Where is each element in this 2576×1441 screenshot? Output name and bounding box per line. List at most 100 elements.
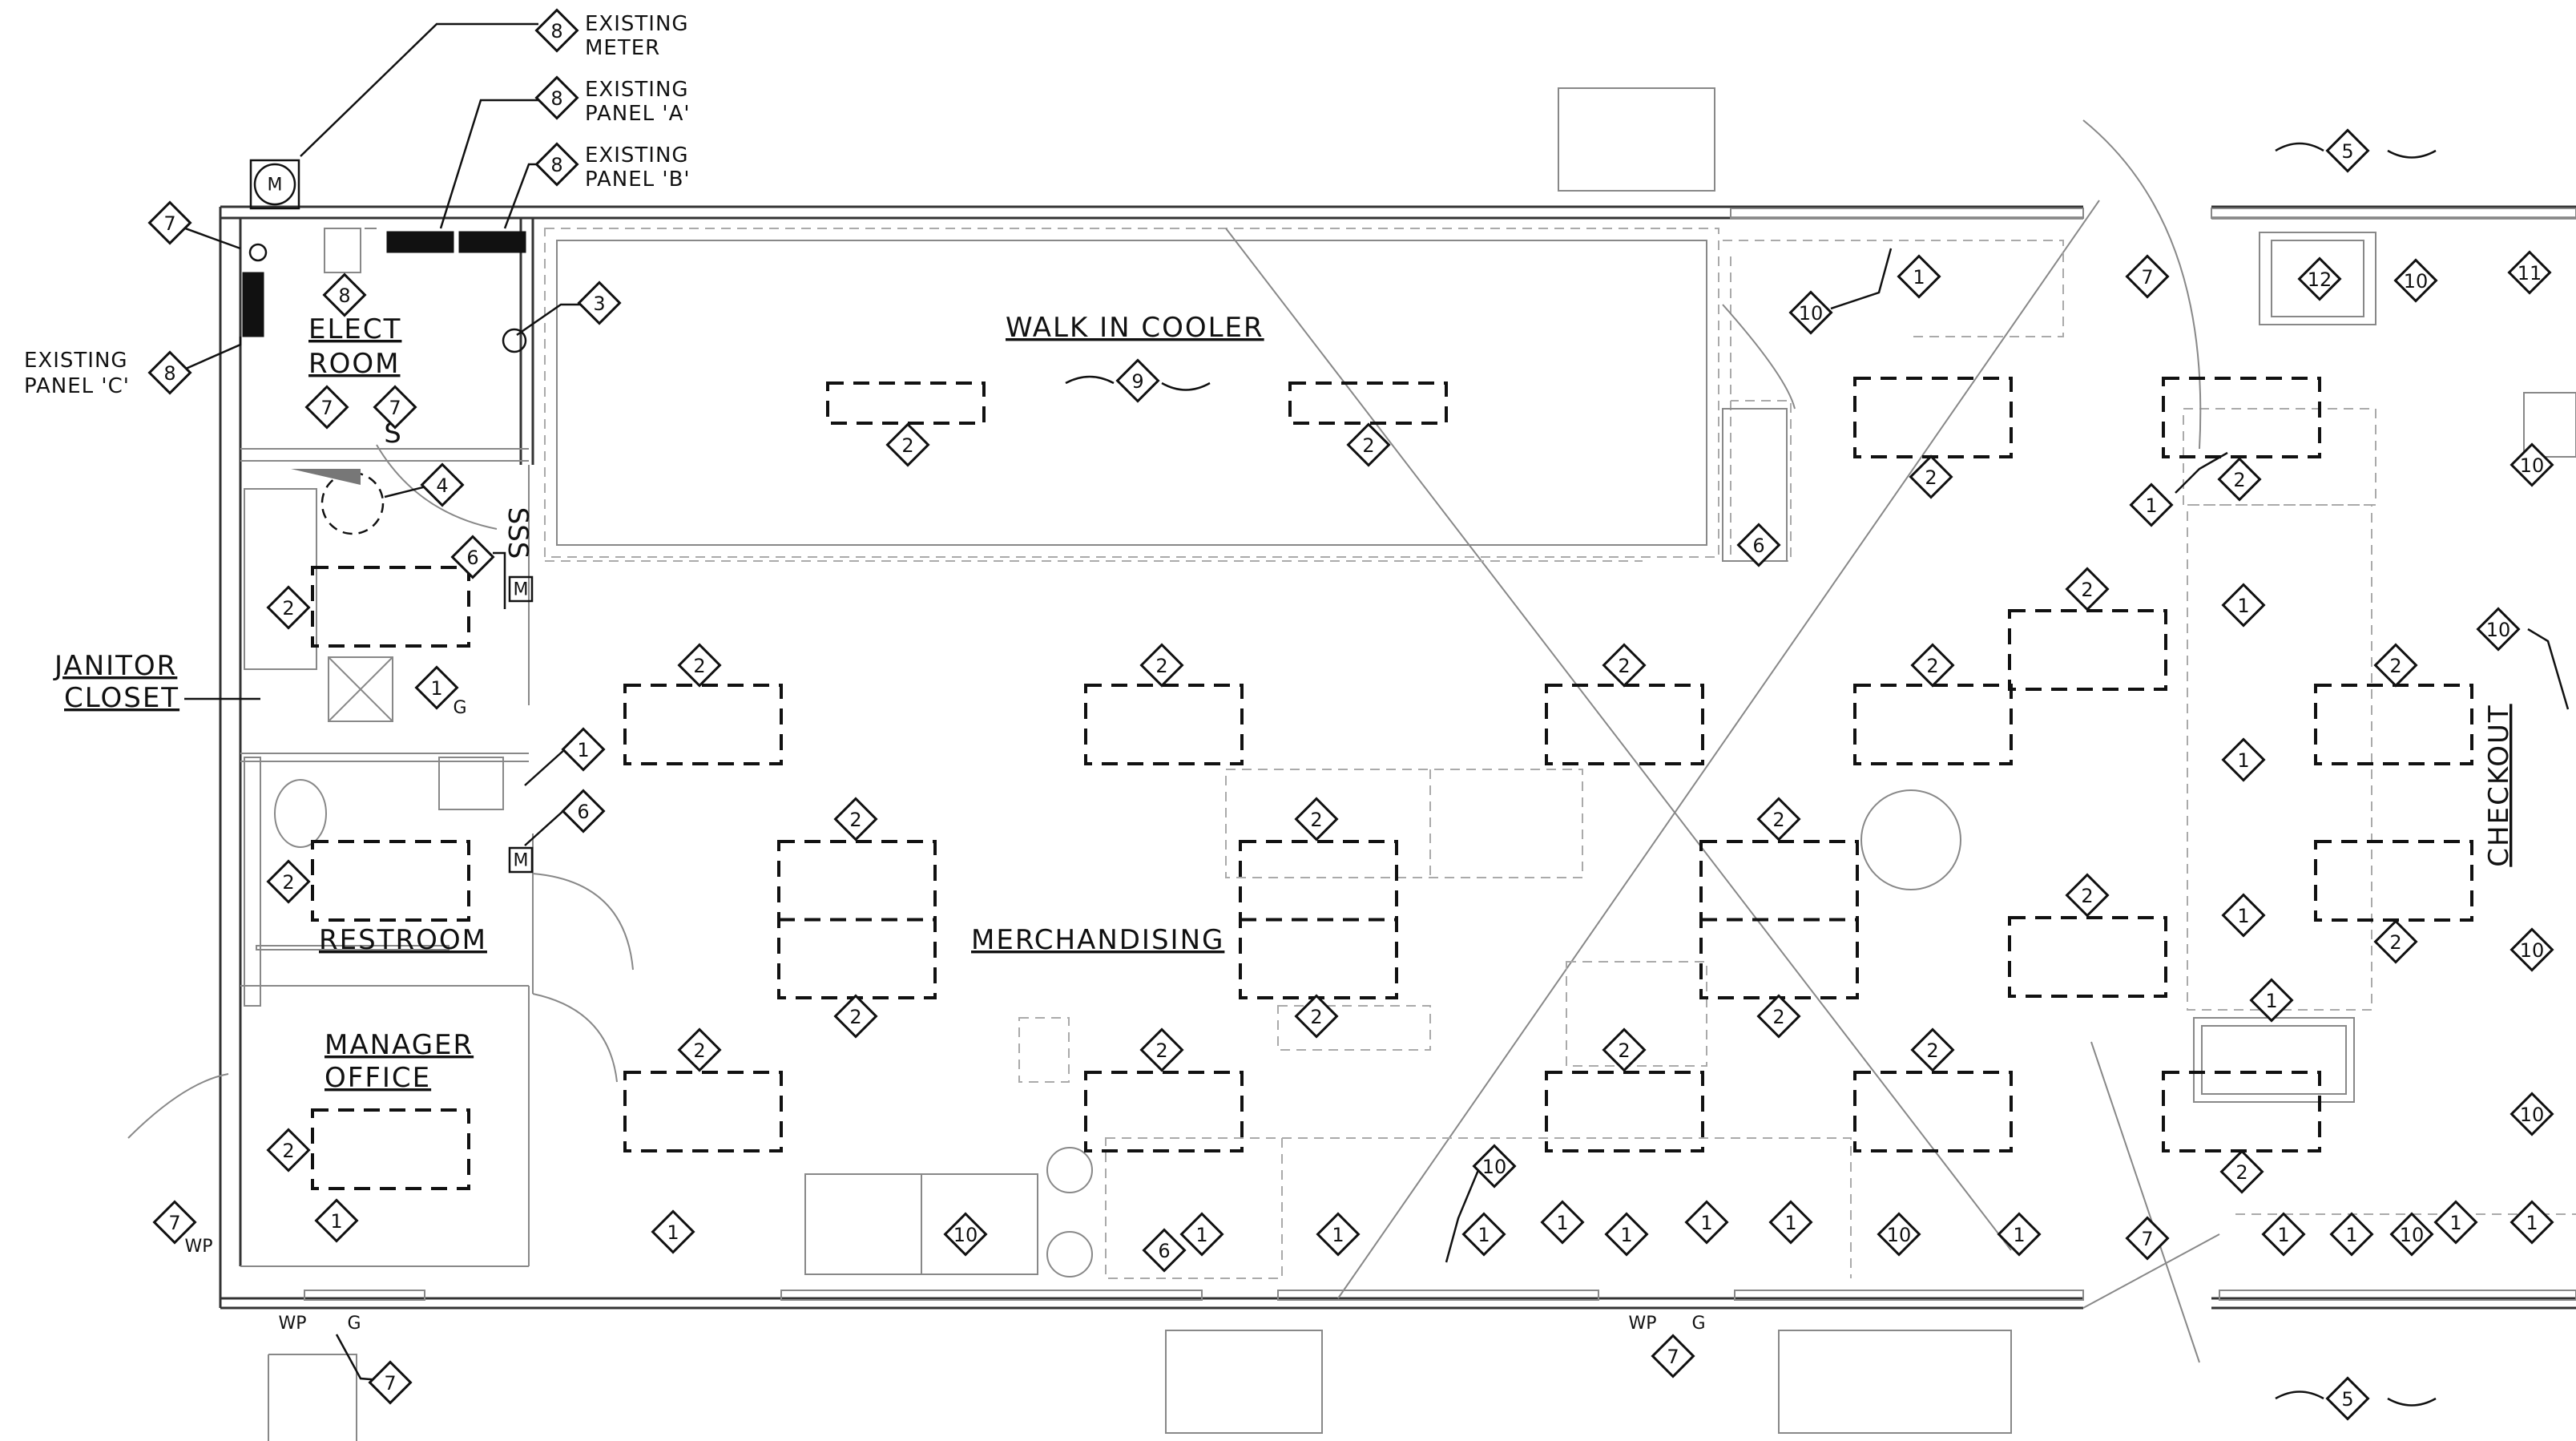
keynote-diamond (266, 585, 311, 630)
note-existing-meter-2: METER (585, 36, 660, 60)
keynote-diamond (1684, 1200, 1729, 1245)
keynote-number: 7 (384, 1372, 396, 1395)
keynote-tag: 10 (1877, 1212, 1921, 1257)
keynote-tag: 7 (147, 200, 192, 245)
keynote-diamond (414, 665, 459, 710)
keynote-tag: 8 (534, 75, 579, 120)
keynote-number: 2 (2233, 469, 2245, 491)
light-fixture (1545, 684, 1704, 765)
motor-symbol-2: M (514, 851, 529, 871)
keynote-tag: 1 (1316, 1212, 1361, 1257)
keynote-number: 12 (2308, 268, 2332, 291)
keynote-tag: 2 (885, 422, 930, 467)
keynote-tag: 2 (1139, 1027, 1184, 1072)
light-fixture (2314, 684, 2473, 765)
keynote-number: 2 (901, 434, 913, 457)
light-fixture (2162, 377, 2321, 458)
keynote-number: 2 (2389, 931, 2401, 954)
keynote-number: 1 (577, 739, 589, 761)
room-elect-1: ELECT (308, 313, 401, 345)
keynote-diamond (2509, 1092, 2554, 1136)
keynote-diamond (2509, 442, 2554, 487)
keynote-tag: 8 (322, 272, 367, 317)
room-manager-2: OFFICE (325, 1062, 431, 1094)
keynote-number: 7 (1667, 1346, 1679, 1368)
keynote-tag: 2 (266, 1128, 311, 1173)
motor-symbol-1: M (514, 580, 529, 600)
keynote-diamond (2507, 250, 2552, 295)
keynote-tag: 6 (1736, 523, 1781, 567)
meter-symbol-label: M (268, 176, 283, 196)
leader-lines (169, 22, 2570, 1382)
keynote-diamond (534, 142, 579, 187)
keynote-tag: 1 (1540, 1200, 1585, 1245)
keynote-diamond (561, 727, 606, 772)
keynote-tag: 2 (677, 1027, 722, 1072)
keynote-diamond (577, 281, 622, 325)
keynote-diamond (1877, 1212, 1921, 1257)
keynote-tag: 2 (2065, 567, 2110, 612)
keynote-tag: 6 (1142, 1228, 1187, 1273)
keynote-number: 2 (1926, 655, 1938, 677)
keynote-number: 2 (1772, 809, 1784, 831)
keynote-number: 1 (1477, 1224, 1490, 1246)
keynote-diamond (314, 1198, 359, 1243)
keynote-number: 1 (1784, 1212, 1796, 1234)
keynote-number: 2 (2389, 655, 2401, 677)
keynote-diamond (2221, 737, 2266, 782)
keynote-number: 1 (1913, 266, 1925, 289)
keynote-number: 1 (2277, 1224, 2289, 1246)
keynote-tag: 1 (1768, 1200, 1813, 1245)
keynote-diamond (1756, 797, 1801, 842)
keynote-diamond (1294, 797, 1339, 842)
keynote-number: 2 (2081, 579, 2093, 601)
keynote-number: 7 (168, 1212, 180, 1234)
light-fixture (623, 684, 783, 765)
keynote-number: 7 (389, 397, 401, 419)
keynote-number: 2 (2081, 885, 2093, 907)
keynote-number: 2 (1926, 1039, 1938, 1062)
keynote-tag: 1 (2221, 893, 2266, 938)
keynote-tag: 9 (1115, 358, 1160, 403)
keynote-diamond (2433, 1200, 2478, 1245)
keynote-number: 9 (1131, 370, 1143, 393)
walk-in-cooler (544, 228, 1719, 558)
keynote-tag: 10 (2509, 927, 2554, 972)
keynote-diamond (1910, 1027, 1955, 1072)
keynote-number: 5 (2341, 1388, 2353, 1411)
keynote-tag: 12 (2297, 256, 2342, 301)
g-label-3: G (453, 698, 466, 718)
keynote-diamond (534, 8, 579, 53)
keynote-tag: 2 (2219, 1149, 2264, 1194)
note-panel-c-2: PANEL 'C' (24, 374, 130, 398)
light-fixture (1853, 377, 2013, 458)
symbol-marks: M S SSS M M WP WP WP G G G (184, 159, 1706, 1334)
keynote-tag: 2 (2373, 643, 2418, 688)
keynote-number: 8 (550, 20, 562, 42)
faint-fixtures (244, 232, 2576, 1279)
wp-label-3: WP (1628, 1314, 1656, 1334)
keynote-number: 1 (1700, 1212, 1712, 1234)
keynote-tag: 2 (1756, 797, 1801, 842)
light-fixture (2008, 609, 2167, 691)
g-label-1: G (347, 1314, 361, 1334)
wp-label-2: WP (278, 1314, 306, 1334)
keynote-number: 1 (2013, 1224, 2025, 1246)
keynote-diamond (2249, 978, 2294, 1023)
keynote-tag: 2 (266, 859, 311, 904)
keynote-diamond (2297, 256, 2342, 301)
keynote-tag: 1 (1684, 1200, 1729, 1245)
keynote-tag: 2 (1910, 1027, 1955, 1072)
keynote-number: 2 (849, 809, 861, 831)
light-fixture (826, 381, 986, 425)
keynote-number: 10 (1887, 1224, 1912, 1246)
keynote-number: 8 (163, 362, 175, 385)
doors (127, 119, 2220, 1363)
keynote-number: 10 (2486, 619, 2511, 641)
keynote-number: 10 (1799, 302, 1824, 325)
keynote-diamond (1602, 643, 1647, 688)
keynote-tag: 7 (304, 385, 349, 430)
keynote-number: 1 (2145, 494, 2157, 517)
